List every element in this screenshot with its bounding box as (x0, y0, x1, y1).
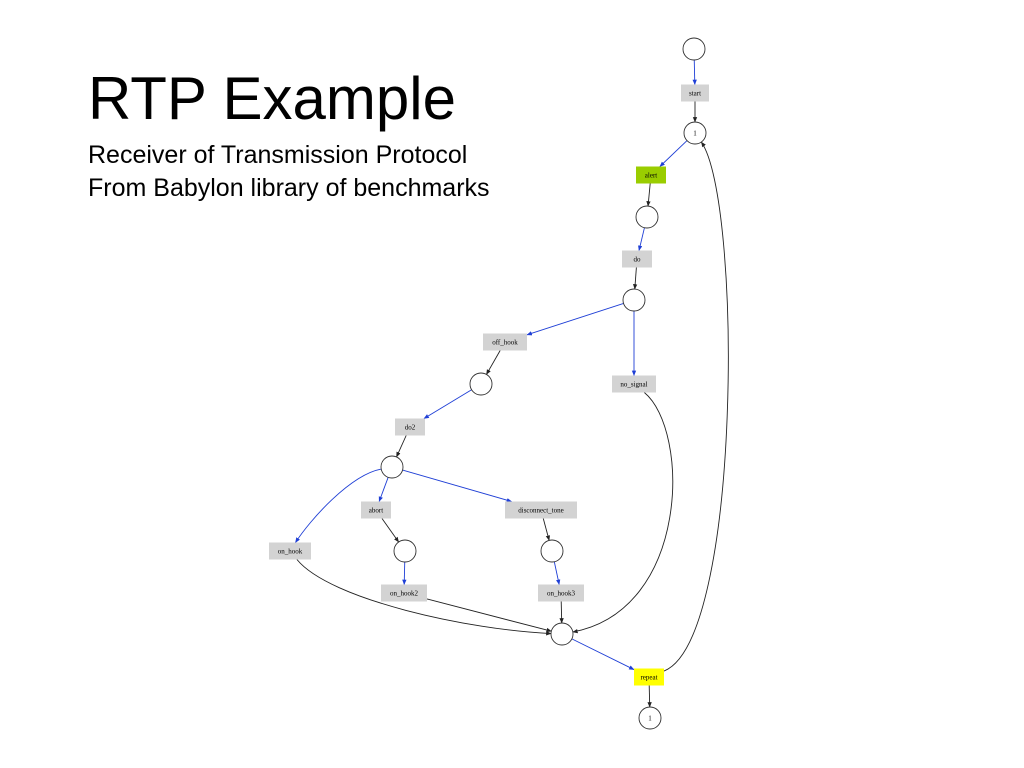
edge-alert-to-p2 (646, 183, 651, 207)
transition-box (483, 333, 527, 351)
transition-on_hook2: on_hook2 (381, 584, 427, 602)
place-p4 (469, 372, 493, 396)
transition-abort: abort (361, 501, 391, 519)
transition-label: on_hook3 (547, 590, 576, 598)
transition-label: do (634, 256, 642, 264)
transition-label: start (689, 90, 701, 98)
place-token-count: 1 (648, 715, 652, 723)
transition-box (505, 501, 577, 519)
transition-on_hook: on_hook (269, 542, 311, 560)
transition-alert: alert (636, 166, 666, 184)
place-p7 (540, 539, 564, 563)
transition-off_hook: off_hook (483, 333, 527, 351)
edge-do2-to-p5 (396, 435, 407, 458)
transition-label: off_hook (492, 339, 518, 347)
edge-p4-to-do2 (423, 389, 472, 419)
transition-label: repeat (640, 674, 657, 682)
edge-disconnect_tone-to-p7 (542, 518, 550, 541)
edge-p0-to-start (692, 59, 697, 86)
transition-do: do (622, 250, 652, 268)
place-circle (469, 372, 493, 396)
edge-on_hook2-to-p8 (426, 598, 552, 633)
place-p8 (550, 622, 574, 646)
slide-subtitle-line-1: Receiver of Transmission Protocol (88, 141, 468, 169)
transition-box (381, 584, 427, 602)
transition-label: on_hook2 (390, 590, 419, 598)
transition-box (269, 542, 311, 560)
edge-no_signal-to-p8 (572, 392, 674, 634)
place-p5 (380, 455, 404, 479)
edge-p7-to-on_hook3 (553, 561, 561, 586)
edge-p8-to-repeat (571, 638, 635, 670)
place-p3 (622, 288, 646, 312)
edge-p5-to-on_hook (295, 468, 382, 543)
edge-p1-to-alert (659, 140, 688, 167)
slide-subtitle-line-2: From Babylon library of benchmarks (88, 174, 490, 202)
edge-p2-to-do (638, 227, 645, 252)
edge-p5-to-disconnect_tone (402, 469, 513, 503)
edge-repeat-to-p9 (647, 685, 652, 708)
place-p9: 1 (638, 706, 662, 730)
transition-on_hook3: on_hook3 (538, 584, 584, 602)
place-p6 (393, 539, 417, 563)
edge-on_hook3-to-p8 (559, 601, 564, 624)
place-circle (638, 706, 662, 730)
slide-title: RTP Example (88, 65, 456, 132)
transition-box (612, 375, 656, 393)
transition-box (622, 250, 652, 268)
transition-label: do2 (405, 424, 416, 432)
edge-on_hook-to-p8 (296, 559, 552, 636)
transition-do2: do2 (395, 418, 425, 436)
transition-label: abort (369, 507, 383, 515)
place-circle (682, 37, 706, 61)
place-circle (380, 455, 404, 479)
transition-box (361, 501, 391, 519)
edge-abort-to-p6 (381, 518, 400, 543)
transition-box (636, 166, 666, 184)
edge-repeat-to-p1 (663, 141, 729, 672)
transition-label: disconnect_tone (518, 507, 564, 515)
transition-box (634, 668, 664, 686)
edge-p5-to-abort (378, 477, 389, 503)
transition-label: no_signal (620, 381, 647, 389)
place-circle (540, 539, 564, 563)
edge-p6-to-on_hook2 (402, 561, 407, 586)
transition-start: start (681, 84, 709, 102)
edge-do-to-p3 (633, 267, 638, 290)
transition-label: alert (645, 172, 657, 180)
place-p1: 1 (683, 121, 707, 145)
transition-label: on_hook (278, 548, 303, 556)
place-circle (393, 539, 417, 563)
place-p0 (682, 37, 706, 61)
place-p2 (635, 205, 659, 229)
transition-box (681, 84, 709, 102)
transition-repeat: repeat (634, 668, 664, 686)
place-circle (635, 205, 659, 229)
edge-off_hook-to-p4 (486, 350, 501, 375)
transition-box (395, 418, 425, 436)
place-token-count: 1 (693, 130, 697, 138)
edge-p3-to-off_hook (526, 302, 624, 336)
place-circle (550, 622, 574, 646)
transition-disconnect_tone: disconnect_tone (505, 501, 577, 519)
transition-no_signal: no_signal (612, 375, 656, 393)
place-circle (683, 121, 707, 145)
transition-box (538, 584, 584, 602)
place-circle (622, 288, 646, 312)
